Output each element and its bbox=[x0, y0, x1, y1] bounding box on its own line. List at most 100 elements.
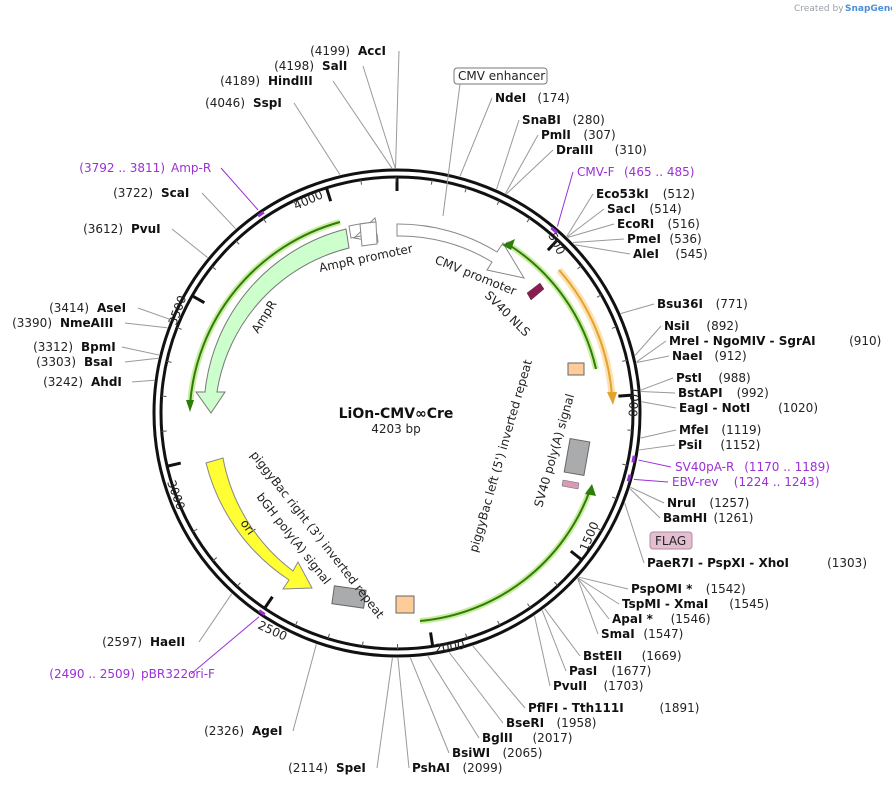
enzyme-leader bbox=[409, 657, 450, 754]
enzyme-name[interactable]: ScaI bbox=[161, 186, 189, 200]
enzyme-name[interactable]: SacI bbox=[607, 202, 635, 216]
pb-right-repeat-box[interactable] bbox=[395, 595, 415, 614]
enzyme-name[interactable]: AgeI bbox=[252, 724, 282, 738]
enzyme-pos: (2099) bbox=[463, 761, 503, 775]
minor-tick bbox=[176, 327, 182, 330]
primer-site bbox=[626, 474, 632, 482]
enzyme-name[interactable]: PshAI bbox=[412, 761, 450, 775]
enzyme-name[interactable]: SpeI bbox=[336, 761, 366, 775]
enzyme-name[interactable]: BsiWI bbox=[452, 746, 490, 760]
minor-tick bbox=[192, 528, 198, 533]
enzyme-name[interactable]: NsiI bbox=[664, 319, 690, 333]
enzyme-name[interactable]: SnaBI bbox=[522, 113, 561, 127]
minor-tick bbox=[430, 179, 433, 185]
enzyme-name[interactable]: PflFI - Tth111I bbox=[528, 701, 624, 715]
ampr-arrow[interactable] bbox=[195, 228, 350, 414]
primer-name[interactable]: pBR322ori-F bbox=[141, 667, 215, 681]
enzyme-name[interactable]: EcoRI bbox=[617, 217, 654, 231]
enzyme-leader bbox=[332, 80, 393, 169]
minor-tick bbox=[177, 497, 183, 501]
enzyme-pos: (1547) bbox=[643, 627, 683, 641]
primer-site bbox=[257, 210, 265, 218]
enzyme-name[interactable]: HindIII bbox=[268, 74, 313, 88]
enzyme-name[interactable]: MfeI bbox=[679, 423, 709, 437]
enzyme-name[interactable]: EagI - NotI bbox=[679, 401, 750, 415]
enzyme-name[interactable]: MreI - NgoMIV - SgrAI bbox=[669, 334, 816, 348]
enzyme-name[interactable]: AleI bbox=[633, 247, 659, 261]
enzyme-name[interactable]: PvuI bbox=[131, 222, 161, 236]
enzyme-name[interactable]: PvuII bbox=[553, 679, 587, 693]
tick-label: 500 bbox=[545, 230, 568, 257]
enzyme-name[interactable]: DraIII bbox=[556, 143, 593, 157]
tick-label: 2000 bbox=[433, 638, 465, 656]
enzyme-name[interactable]: SmaI bbox=[601, 627, 635, 641]
cre-head-bottom bbox=[585, 484, 596, 496]
primer-name[interactable]: Amp-R bbox=[171, 161, 211, 175]
enzyme-name[interactable]: PasI bbox=[569, 664, 597, 678]
enzyme-leader bbox=[624, 503, 645, 564]
enzyme-name[interactable]: BpmI bbox=[81, 340, 116, 354]
pb-left-repeat-box[interactable] bbox=[567, 362, 585, 376]
minor-tick bbox=[212, 557, 218, 562]
enzyme-name[interactable]: ApaI * bbox=[612, 612, 654, 626]
enzyme-name[interactable]: PstI bbox=[676, 371, 702, 385]
enzyme-name[interactable]: BseRI bbox=[506, 716, 544, 730]
flag-label[interactable]: FLAG bbox=[655, 534, 686, 548]
enzyme-name[interactable]: PsiI bbox=[678, 438, 702, 452]
sv40-nls-marker[interactable] bbox=[526, 282, 545, 301]
primer-name[interactable]: CMV-F bbox=[577, 165, 615, 179]
enzyme-pos: (1542) bbox=[706, 582, 746, 596]
enzyme-pos: (910) bbox=[849, 334, 881, 348]
enzyme-name[interactable]: PspOMI * bbox=[631, 582, 693, 596]
cmv-enhancer-label[interactable]: CMV enhancer bbox=[458, 69, 545, 83]
pb-right-label[interactable]: piggyBac right (3') inverted repeat bbox=[248, 448, 388, 621]
enzyme-leader bbox=[201, 192, 236, 229]
enzyme-name[interactable]: Eco53kI bbox=[596, 187, 649, 201]
enzyme-name[interactable]: BglII bbox=[482, 731, 513, 745]
enzyme-name[interactable]: NruI bbox=[667, 496, 696, 510]
minor-tick bbox=[166, 360, 172, 363]
enzyme-name[interactable]: BstEII bbox=[583, 649, 622, 663]
enzyme-name[interactable]: PmeI bbox=[627, 232, 661, 246]
primer-range: (2490 .. 2509) bbox=[49, 667, 135, 681]
enzyme-name[interactable]: TspMI - XmaI bbox=[622, 597, 708, 611]
enzyme-leader bbox=[459, 97, 493, 177]
ampr-promoter-body[interactable] bbox=[359, 221, 378, 247]
enzyme-name[interactable]: BstAPI bbox=[678, 386, 723, 400]
enzyme-name[interactable]: NmeAIII bbox=[60, 316, 113, 330]
enzyme-pos: (1958) bbox=[557, 716, 597, 730]
enzyme-name[interactable]: AseI bbox=[97, 301, 126, 315]
minor-tick bbox=[577, 265, 582, 270]
flag-marker[interactable] bbox=[561, 479, 580, 490]
enzyme-name[interactable]: BamHI bbox=[663, 511, 707, 525]
cmv-promoter-arrow[interactable] bbox=[396, 223, 526, 279]
enzyme-leader bbox=[636, 355, 670, 364]
minor-tick bbox=[464, 187, 467, 193]
enzyme-name[interactable]: AhdI bbox=[91, 375, 122, 389]
enzyme-leader bbox=[577, 578, 599, 635]
enzyme-name[interactable]: NdeI bbox=[495, 91, 526, 105]
primer-name[interactable]: SV40pA-R bbox=[675, 460, 734, 474]
pb-left-label[interactable]: piggyBac left (5') inverted repeat bbox=[466, 358, 535, 554]
sv40-polya-box[interactable] bbox=[563, 437, 591, 477]
enzyme-name[interactable]: SalI bbox=[322, 59, 347, 73]
enzyme-pos: (512) bbox=[663, 187, 695, 201]
enzyme-name[interactable]: Bsu36I bbox=[657, 297, 703, 311]
enzyme-name[interactable]: BsaI bbox=[84, 355, 113, 369]
bgh-polya-box[interactable] bbox=[331, 585, 367, 609]
enzyme-leader bbox=[578, 576, 629, 590]
cre-arrow-bottom[interactable] bbox=[419, 488, 593, 624]
enzyme-name[interactable]: NaeI bbox=[672, 349, 703, 363]
enzyme-leader bbox=[541, 610, 567, 672]
cmv-enhancer-leader bbox=[442, 83, 461, 217]
enzyme-leader bbox=[362, 65, 396, 169]
enzyme-name[interactable]: PmlI bbox=[541, 128, 571, 142]
enzyme-name[interactable]: AccI bbox=[358, 44, 386, 58]
flag-box bbox=[649, 531, 693, 550]
primer-name[interactable]: EBV-rev bbox=[672, 475, 718, 489]
enzyme-name[interactable]: PaeR7I - PspXI - XhoI bbox=[647, 556, 789, 570]
enzyme-name[interactable]: SspI bbox=[253, 96, 282, 110]
enzyme-name[interactable]: HaeII bbox=[150, 635, 185, 649]
enzyme-leader bbox=[634, 325, 662, 356]
ori-arrow[interactable] bbox=[205, 457, 313, 590]
